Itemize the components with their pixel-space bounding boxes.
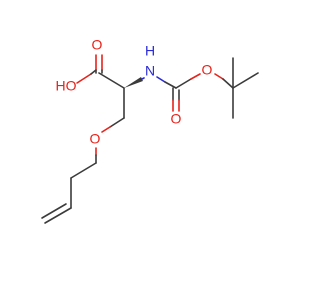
bond-n-c-carbonyl [164,81,177,89]
ether-oxygen-label: O [90,131,101,147]
acid-carbonyl-oxygen-label: O [92,37,103,53]
bond-c-o-ester [175,78,192,89]
bond-c-oh [76,73,92,84]
bond-alkene-b [41,203,67,219]
bond-o-tbu [222,78,234,89]
carbamate-carbonyl-oxygen-label: O [171,111,182,127]
bond-c-oh-carbon [90,69,97,75]
bond-n-c-carbonyl-n [156,76,166,83]
bond-ch2-o [109,117,125,128]
wedge-bond-calpha-n [124,77,143,88]
structure-canvas: HO O H N O O O [41,37,259,224]
bond-ch2-o-red [101,126,111,133]
bond-c-o-ester-red [190,73,201,80]
hydroxyl-label: HO [56,78,77,94]
amine-nitrogen-label: N [145,63,155,79]
bond-c-calpha [98,72,125,89]
amine-hydrogen-label: H [145,43,155,59]
ester-oxygen-label: O [202,62,213,78]
bond-o-tbu-red [214,73,224,80]
bond-alkene-a [44,207,72,224]
bond-n-segment [141,77,145,80]
molecule-structure: HO O H N O O O [41,37,259,224]
bond-chain-1 [70,162,97,179]
bond-tbu-methyl-right [232,72,259,89]
